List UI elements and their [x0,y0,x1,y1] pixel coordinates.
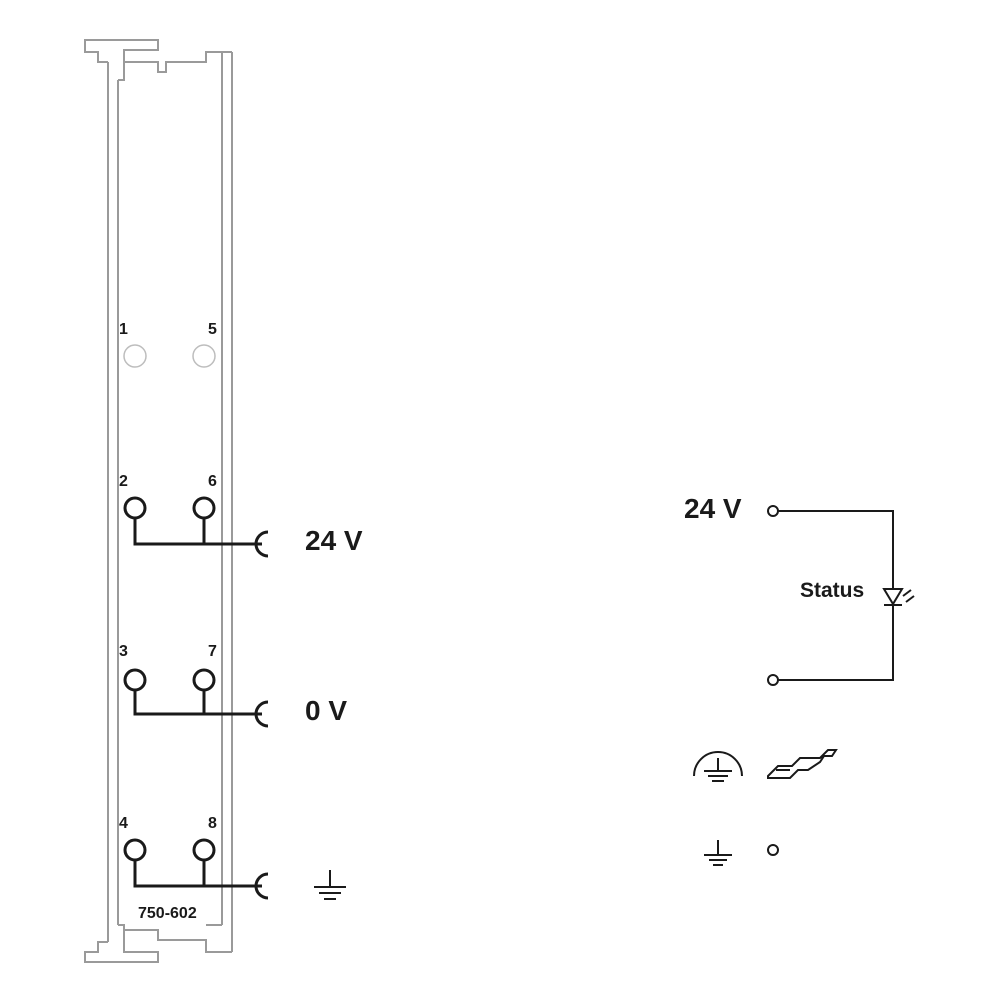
label-24v-supply: 24 V [305,525,363,556]
status-led-circuit [767,505,915,686]
ground-icon [314,870,346,900]
pin-label-8: 8 [208,815,217,832]
label-0v-supply: 0 V [305,695,347,726]
din-rail-icon [767,749,838,779]
status-led-label: Status [800,579,864,602]
module-housing [84,39,233,963]
terminal-4 [123,838,147,862]
pin-label-1: 1 [119,321,128,338]
pin-label-2: 2 [119,473,128,490]
schematic-24v-label: 24 V [684,493,742,524]
ground-contact-icon [704,840,732,866]
terminal-7 [192,668,216,692]
pin-label-4: 4 [119,815,128,832]
ground-contact-point [767,844,779,856]
terminal-6 [192,496,216,520]
protective-earth-icon [693,751,743,782]
connector-0v [254,700,269,728]
terminal-group-ground [123,838,269,900]
terminal-2 [123,496,147,520]
part-number: 750-602 [138,905,197,922]
terminal-8 [192,838,216,862]
terminal-group-24v [123,496,269,558]
terminal-1 [123,344,147,368]
connector-24v [254,530,269,558]
pin-label-5: 5 [208,321,217,338]
terminal-3 [123,668,147,692]
pin-label-7: 7 [208,643,217,660]
pin-label-3: 3 [119,643,128,660]
led-icon [882,588,904,606]
pin-label-6: 6 [208,473,217,490]
terminal-5 [192,344,216,368]
terminal-group-0v [123,668,269,728]
connector-ground [254,872,269,900]
